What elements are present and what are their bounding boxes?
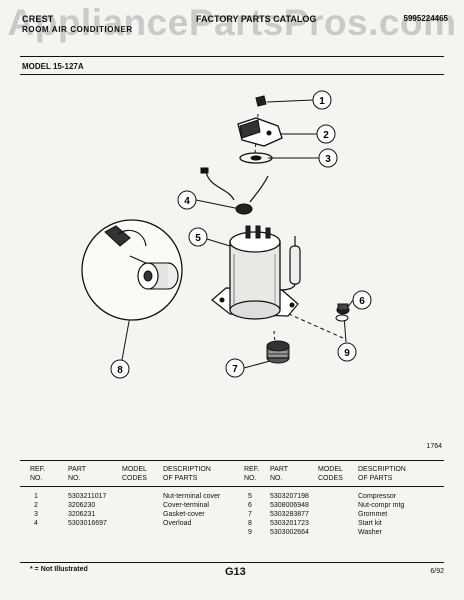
model-rule xyxy=(20,74,444,75)
callout-6: 6 xyxy=(359,296,365,307)
table-cell-desc: Start kit xyxy=(358,520,382,527)
table-cell-part: 5303016697 xyxy=(68,520,107,527)
table-cell-ref: 5 xyxy=(248,493,252,500)
product-subtitle: ROOM AIR CONDITIONER xyxy=(22,25,133,34)
catalog-title: FACTORY PARTS CATALOG xyxy=(196,14,317,24)
table-cell-ref: 6 xyxy=(248,502,252,509)
table-cell-desc: Gasket-cover xyxy=(163,511,205,518)
table-cell-desc: Washer xyxy=(358,529,382,536)
table-cell-ref: 3 xyxy=(34,511,38,518)
header-rule xyxy=(20,56,444,57)
table-cell-ref: 9 xyxy=(248,529,252,536)
watermark: AppliancePartsPros.com xyxy=(7,2,457,43)
table-header-rule xyxy=(20,486,444,487)
header-ref-right: REF.NO. xyxy=(244,466,260,482)
page-number: G13 xyxy=(225,566,246,578)
not-illustrated-note: * = Not Illustrated xyxy=(30,566,88,573)
exploded-parts-diagram: 1 2 3 4 5 6 7 8 9 xyxy=(81,90,372,379)
brand-name: CREST xyxy=(22,14,54,24)
table-cell-desc: Grommet xyxy=(358,511,388,518)
table-cell-desc: Nut-terminal cover xyxy=(163,493,221,500)
catalog-number: 5995224465 xyxy=(403,14,449,23)
footer-rule xyxy=(20,562,444,563)
table-cell-part: 3206230 xyxy=(68,502,96,509)
callout-2: 2 xyxy=(323,130,329,141)
table-cell-desc: Nut-compr mtg xyxy=(358,502,405,509)
table-cell-part: 5308006948 xyxy=(270,502,309,509)
callout-4: 4 xyxy=(184,196,190,207)
table-cell-desc: Overload xyxy=(163,520,192,527)
header-ref-left: REF.NO. xyxy=(30,466,46,482)
table-cell-desc: Compressor xyxy=(358,493,397,500)
table-top-rule xyxy=(20,460,444,461)
table-cell-part: 5303002664 xyxy=(270,529,309,536)
table-cell-ref: 4 xyxy=(34,520,38,527)
table-cell-part: 5303207198 xyxy=(270,493,309,500)
callout-5: 5 xyxy=(195,233,201,244)
callout-3: 3 xyxy=(325,154,331,165)
model-label: MODEL 15-127A xyxy=(22,62,84,71)
callout-9: 9 xyxy=(344,348,350,359)
figure-id: 1764 xyxy=(426,443,442,450)
callout-8: 8 xyxy=(117,365,123,376)
table-cell-desc: Cover-terminal xyxy=(163,502,209,509)
table-cell-part: 5303283877 xyxy=(270,511,309,518)
table-cell-ref: 8 xyxy=(248,520,252,527)
table-cell-ref: 7 xyxy=(248,511,252,518)
table-cell-ref: 2 xyxy=(34,502,38,509)
callout-7: 7 xyxy=(232,364,238,375)
callout-1: 1 xyxy=(319,96,325,107)
table-cell-part: 5303201723 xyxy=(270,520,309,527)
table-cell-part: 5303211017 xyxy=(68,493,107,500)
table-cell-ref: 1 xyxy=(34,493,38,500)
table-cell-part: 3206231 xyxy=(68,511,96,518)
revision-date: 6/92 xyxy=(430,568,444,575)
